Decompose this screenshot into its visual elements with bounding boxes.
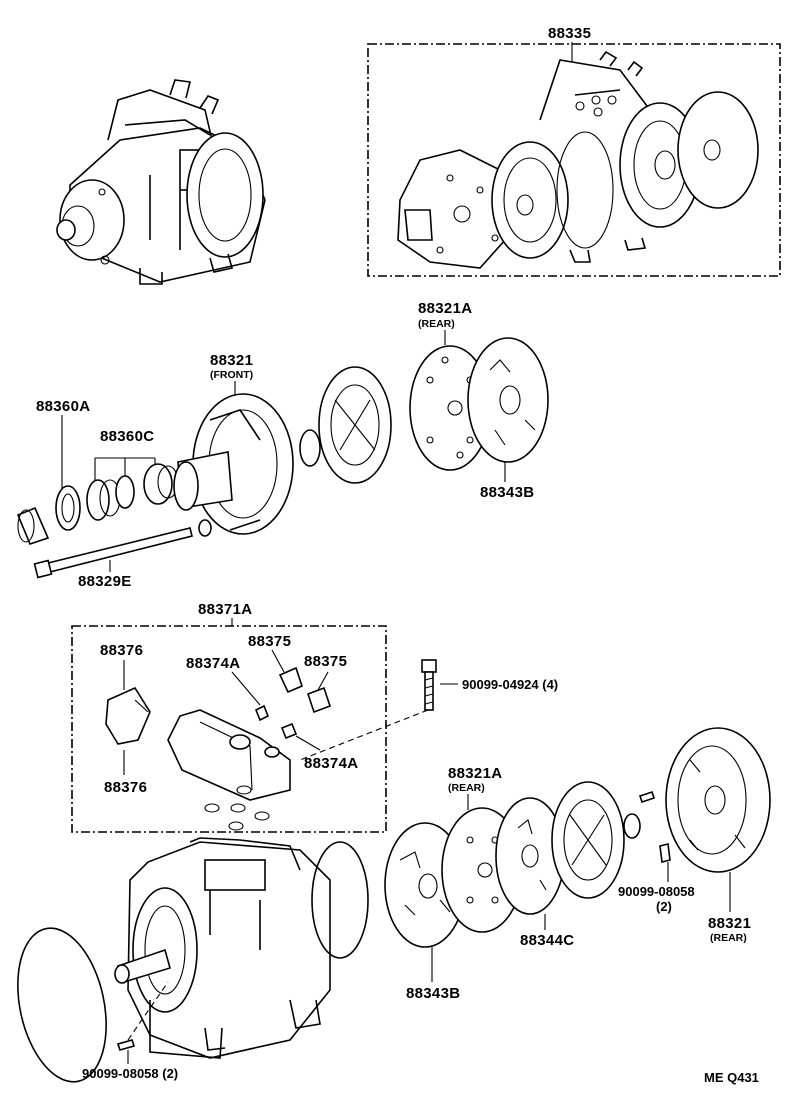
bolt-90099-04924 [421, 659, 437, 711]
label-88321-rear-bottom-sub: (REAR) [710, 932, 747, 944]
label-88376-bottom: 88376 [104, 779, 147, 796]
label-88343B-top: 88343B [480, 484, 534, 501]
label-88376-top: 88376 [100, 642, 143, 659]
label-88371A: 88371A [198, 601, 252, 618]
middle-row-parts [16, 337, 549, 579]
label-88329E: 88329E [78, 573, 132, 590]
label-88360A: 88360A [36, 398, 90, 415]
label-88321A-rear-mid-sub: (REAR) [448, 782, 485, 794]
label-88374A-bottom: 88374A [304, 755, 358, 772]
label-88374A-top: 88374A [186, 655, 240, 672]
label-88321-rear-bottom: 88321 [708, 915, 751, 932]
label-90099-04924: 90099-04924 (4) [462, 677, 558, 692]
label-90099-08058-right: 90099-08058 [618, 884, 695, 899]
lower-assembly-parts [17, 727, 771, 1083]
valve-kit-88371A-box [71, 625, 387, 833]
label-88321A-rear-mid: 88321A [448, 765, 502, 782]
assembly-88335-drawing [397, 50, 759, 269]
label-88343B-bottom: 88343B [406, 985, 460, 1002]
label-88335: 88335 [548, 25, 591, 42]
label-88321-front-sub: (FRONT) [210, 369, 253, 381]
label-88321A-rear-top-sub: (REAR) [418, 318, 455, 330]
label-88360C: 88360C [100, 428, 154, 445]
assembly-88335-box [367, 43, 781, 277]
reference-code: ME Q431 [704, 1070, 759, 1085]
compressor-assembly-drawing [56, 79, 266, 285]
label-88344C: 88344C [520, 932, 574, 949]
label-90099-08058-right-qty: (2) [656, 899, 672, 914]
label-88321-front: 88321 [210, 352, 253, 369]
label-88375-b: 88375 [304, 653, 347, 670]
valve-kit-parts [105, 649, 332, 831]
label-88321A-rear-top: 88321A [418, 300, 472, 317]
label-90099-08058-left: 90099-08058 (2) [82, 1066, 178, 1081]
label-88375-a: 88375 [248, 633, 291, 650]
